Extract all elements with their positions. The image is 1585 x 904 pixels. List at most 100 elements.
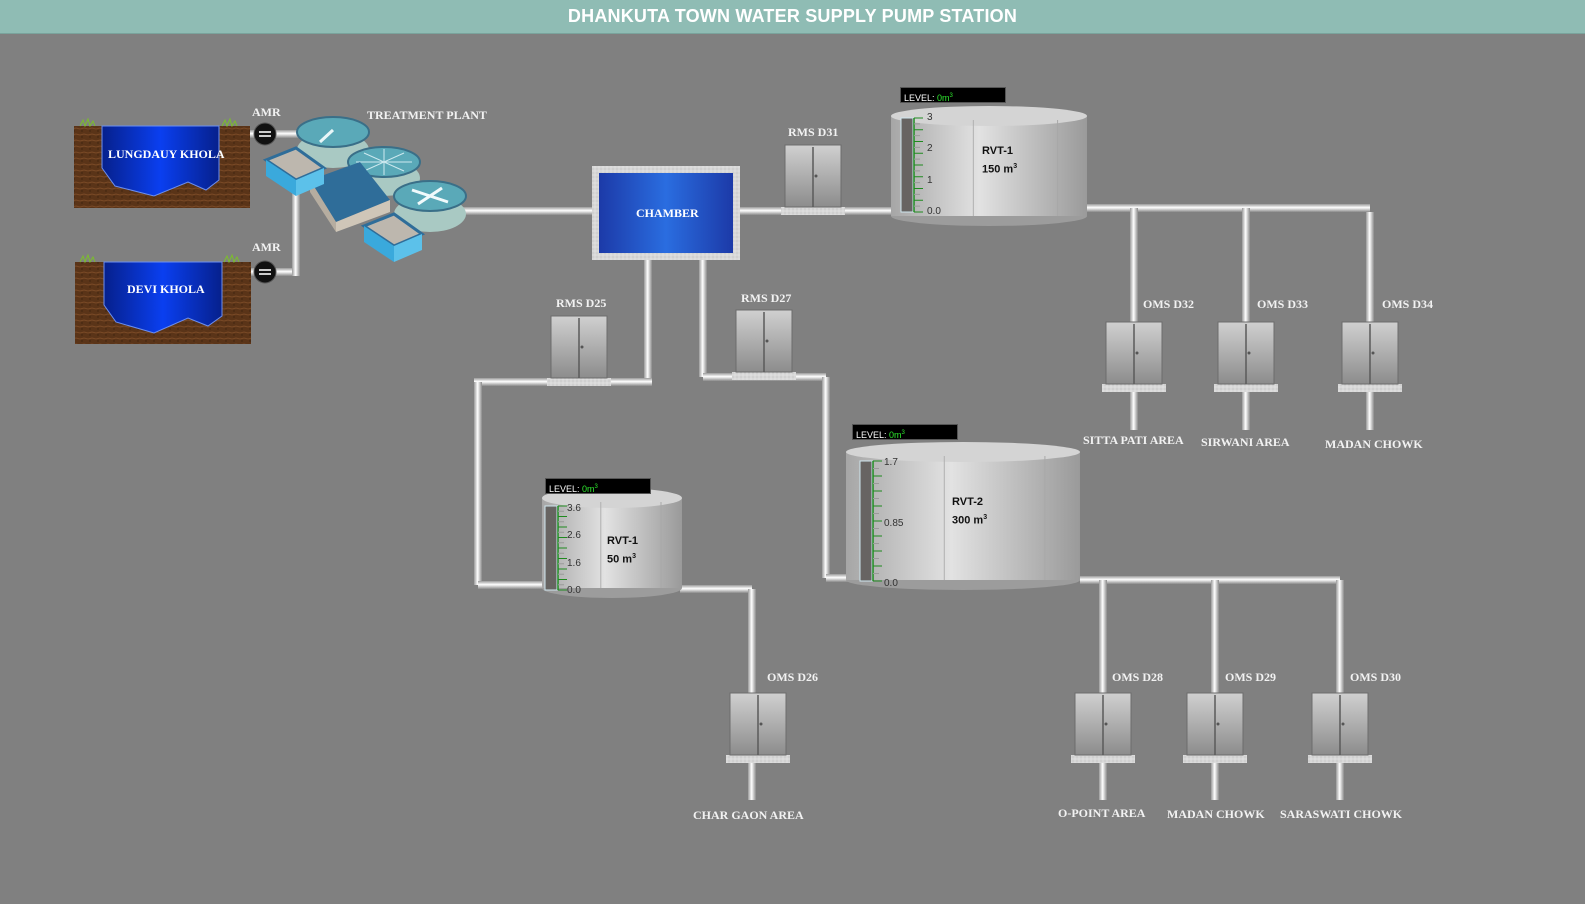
area-label: MADAN CHOWK xyxy=(1325,437,1423,451)
tank-body xyxy=(542,498,682,588)
title-bar: DHANKUTA TOWN WATER SUPPLY PUMP STATION xyxy=(0,0,1585,34)
oms-cabinet[interactable] xyxy=(1183,692,1247,763)
cabinet-base xyxy=(1071,755,1135,763)
pipe-segment xyxy=(1130,208,1138,430)
oms-cabinet[interactable] xyxy=(726,692,790,763)
level-gauge xyxy=(900,117,914,213)
area-label: O-POINT AREA xyxy=(1058,806,1146,820)
amr-meter-icon[interactable] xyxy=(253,122,277,146)
oms-label: OMS D32 xyxy=(1143,297,1194,311)
storage-tank[interactable] xyxy=(891,106,1087,226)
tank-label: RVT-2 300 m3 xyxy=(952,494,987,529)
level-readout: LEVEL: 0m3 xyxy=(900,87,1006,103)
level-value-text: 0m xyxy=(937,93,950,103)
tank-capacity: 150 m3 xyxy=(982,163,1018,176)
tank-name: RVT-2 xyxy=(952,496,983,508)
level-value: 0m3 xyxy=(889,430,905,440)
pipe-segment xyxy=(478,581,545,589)
cabinet-handle xyxy=(580,345,584,349)
cabinet-base xyxy=(1183,755,1247,763)
cabinet-base xyxy=(781,207,845,215)
area-label: SARASWATI CHOWK xyxy=(1280,807,1403,821)
oms-label: OMS D34 xyxy=(1382,297,1433,311)
rms-cabinet[interactable] xyxy=(781,144,845,215)
amr-meter-icon[interactable] xyxy=(253,260,277,284)
rms-cabinet[interactable] xyxy=(732,309,796,380)
scale-tick-label: 1.7 xyxy=(884,457,898,468)
tank-roof xyxy=(846,442,1080,462)
pipe-segment xyxy=(680,585,752,593)
amr-label: AMR xyxy=(252,240,281,254)
tank-name: RVT-1 xyxy=(607,535,638,547)
oms-label: OMS D28 xyxy=(1112,670,1163,684)
rms-cabinet[interactable] xyxy=(547,315,611,386)
cabinet-handle xyxy=(1341,722,1345,726)
cabinet-handle xyxy=(1247,351,1251,355)
tank-body xyxy=(891,116,1087,216)
oms-cabinet[interactable] xyxy=(1071,692,1135,763)
cabinet-handle xyxy=(1216,722,1220,726)
area-label: MADAN CHOWK xyxy=(1167,807,1265,821)
cabinet-base xyxy=(726,755,790,763)
tank-label: RVT-1 150 m3 xyxy=(982,143,1017,178)
pipe-segment xyxy=(1211,580,1219,800)
level-prefix: LEVEL: xyxy=(549,484,583,494)
source-name: LUNGDAUY KHOLA xyxy=(108,147,225,161)
capacity-text: 150 m xyxy=(982,163,1014,176)
cabinet-base xyxy=(1214,384,1278,392)
pipe-segment xyxy=(462,207,600,215)
scale-tick-label: 0.0 xyxy=(884,578,898,589)
oms-cabinet[interactable] xyxy=(1102,321,1166,392)
pipe-segment xyxy=(1080,576,1340,584)
pipe-segment xyxy=(699,253,707,377)
cabinet-handle xyxy=(1104,722,1108,726)
cabinet-base xyxy=(547,378,611,386)
level-gauge xyxy=(859,460,873,582)
scale-tick-label: 3 xyxy=(927,112,933,123)
oms-cabinet[interactable] xyxy=(1214,321,1278,392)
source-devi-khola xyxy=(75,253,251,344)
pipe-segment xyxy=(644,253,652,382)
oms-label: OMS D29 xyxy=(1225,670,1276,684)
cabinet-handle xyxy=(759,722,763,726)
scale-tick-label: 1 xyxy=(927,175,933,186)
scale-tick-label: 1.6 xyxy=(567,558,581,569)
oms-cabinet[interactable] xyxy=(1338,321,1402,392)
cabinets xyxy=(547,144,1402,763)
area-label: CHAR GAON AREA xyxy=(693,808,804,822)
tank-capacity: 300 m3 xyxy=(952,514,988,527)
oms-cabinet[interactable] xyxy=(1308,692,1372,763)
area-label: SIRWANI AREA xyxy=(1201,435,1290,449)
level-value-text: 0m xyxy=(889,430,902,440)
cabinet-handle xyxy=(765,339,769,343)
oms-label: OMS D30 xyxy=(1350,670,1401,684)
pipe-segment xyxy=(292,180,300,276)
pipe-segment xyxy=(822,377,830,578)
pipe-segment xyxy=(826,574,850,582)
tank-name: RVT-1 xyxy=(982,145,1013,157)
level-readout: LEVEL: 0m3 xyxy=(545,478,651,494)
tank-body xyxy=(846,452,1080,580)
cabinet-base xyxy=(1308,755,1372,763)
scale-tick-label: 0.85 xyxy=(884,518,904,529)
rms-label: RMS D27 xyxy=(741,291,792,305)
treatment-plant-icon[interactable] xyxy=(262,116,467,262)
source-name: DEVI KHOLA xyxy=(127,282,205,296)
storage-tank[interactable] xyxy=(846,442,1080,590)
pipe-segment xyxy=(1366,212,1374,430)
pipe-segment xyxy=(1242,208,1250,430)
level-prefix: LEVEL: xyxy=(856,430,890,440)
page-title: DHANKUTA TOWN WATER SUPPLY PUMP STATION xyxy=(567,6,1018,26)
level-prefix: LEVEL: xyxy=(904,93,938,103)
tank-capacity: 50 m3 xyxy=(607,553,636,566)
amr-label: AMR xyxy=(252,105,281,119)
chamber[interactable] xyxy=(592,166,740,260)
oms-label: OMS D26 xyxy=(767,670,818,684)
tank-roof xyxy=(891,106,1087,126)
pipe-segment xyxy=(1099,580,1107,800)
rms-label: RMS D25 xyxy=(556,296,607,310)
oms-label: OMS D33 xyxy=(1257,297,1308,311)
level-value-text: 0m xyxy=(582,484,595,494)
level-value: 0m3 xyxy=(582,484,598,494)
scale-tick-label: 2 xyxy=(927,143,933,154)
